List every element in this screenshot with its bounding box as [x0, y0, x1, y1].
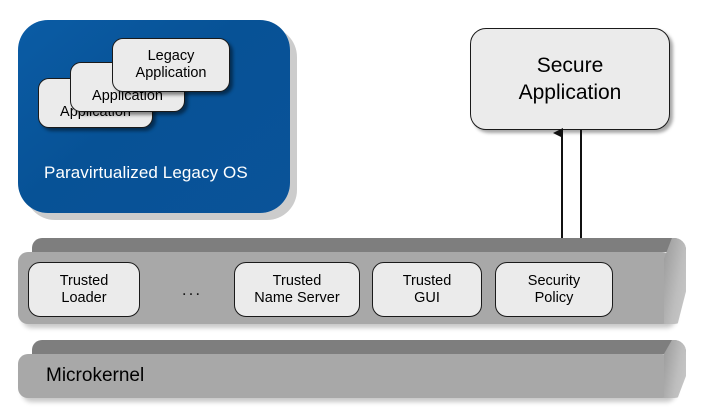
service-line1: Trusted	[59, 272, 109, 289]
secure-application-box: Secure Application	[470, 28, 670, 130]
service-label-security-policy: Security Policy	[528, 273, 580, 307]
legacy-application-line1: Legacy	[147, 48, 195, 64]
trusted-layer-side-face	[664, 238, 686, 324]
trusted-layer-top-face	[32, 238, 686, 252]
legacy-application-label-front: Legacy Application	[136, 48, 207, 82]
microkernel-label: Microkernel	[46, 365, 145, 386]
microkernel-front-face: Microkernel	[18, 354, 672, 398]
service-line2: Loader	[61, 289, 107, 306]
legacy-os-label: Paravirtualized Legacy OS	[44, 163, 248, 182]
legacy-application-card-front: Legacy Application	[112, 38, 230, 92]
microkernel-layer: Microkernel	[18, 340, 686, 398]
service-label-trusted-gui: Trusted GUI	[403, 273, 452, 307]
service-box-trusted-name-server: Trusted Name Server	[234, 262, 360, 317]
service-box-security-policy: Security Policy	[495, 262, 613, 317]
microkernel-side-face	[664, 340, 686, 398]
service-box-trusted-gui: Trusted GUI	[372, 262, 482, 317]
service-line1: Trusted	[402, 272, 452, 289]
service-label-trusted-name-server: Trusted Name Server	[254, 273, 339, 307]
service-line2: Name Server	[254, 289, 340, 306]
service-line1: Security	[527, 272, 581, 289]
service-box-trusted-loader: Trusted Loader	[28, 262, 140, 317]
secure-application-line2: Application	[518, 81, 622, 104]
service-label-trusted-loader: Trusted Loader	[60, 273, 109, 307]
microkernel-top-face	[32, 340, 686, 354]
secure-application-line1: Secure	[536, 54, 604, 77]
services-ellipsis: ...	[181, 279, 203, 299]
service-line1: Trusted	[272, 272, 322, 289]
legacy-application-line2: Application	[135, 65, 207, 81]
service-line2: GUI	[414, 289, 440, 306]
secure-application-label: Secure Application	[519, 52, 622, 106]
service-line2: Policy	[534, 289, 574, 306]
